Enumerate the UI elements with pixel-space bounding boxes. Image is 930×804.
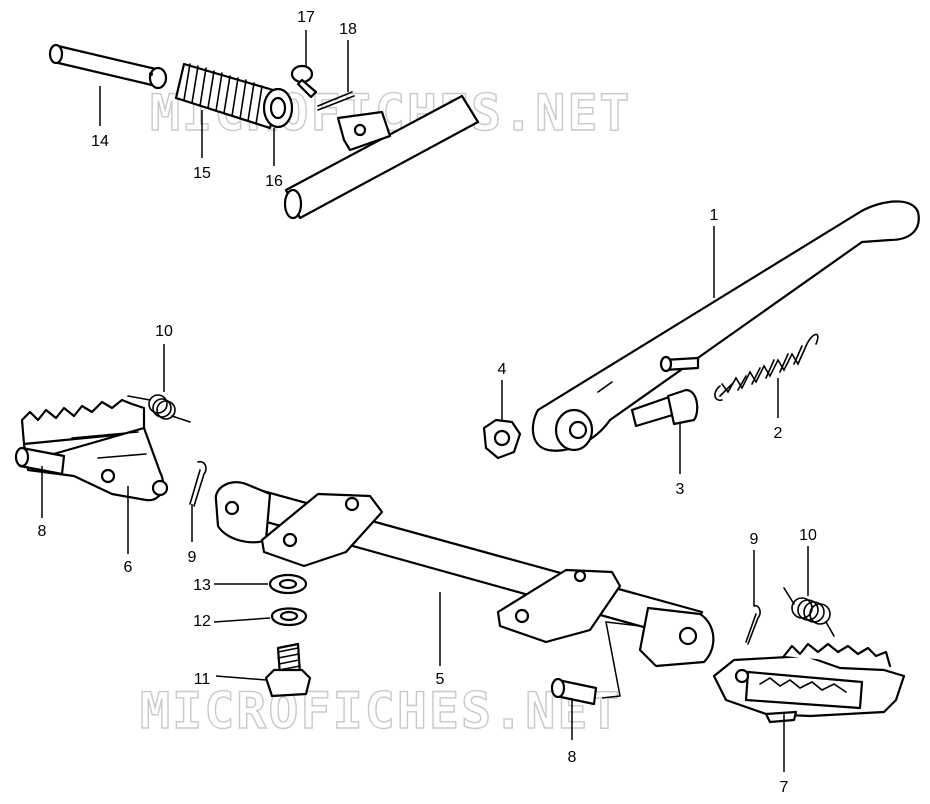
part-8-right-pin	[550, 677, 598, 706]
part-17-clevis-pin	[290, 64, 318, 99]
part-9-left-cotter-pin	[189, 460, 207, 507]
callout-labels: 1 2 3 4 5 6 7 8 8 9 9 10 10 11 12 13 14 …	[38, 9, 817, 796]
part-9-right-cotter-pin	[745, 604, 761, 645]
part-13-washer	[268, 573, 308, 595]
callout-2: 2	[774, 425, 783, 442]
part-2-spring	[714, 333, 819, 402]
callout-3: 3	[676, 481, 685, 498]
callout-12: 12	[193, 613, 211, 630]
part-14-pin	[48, 43, 168, 90]
part-3-bolt	[630, 388, 699, 428]
part-10-right-spring	[783, 587, 835, 637]
part-12-lock-washer	[270, 607, 308, 627]
leader-lines	[41, 30, 809, 772]
callout-7: 7	[780, 779, 789, 796]
callout-11: 11	[194, 671, 211, 688]
callout-6: 6	[124, 559, 133, 576]
footrest-bar	[283, 94, 480, 220]
callout-15: 15	[193, 165, 211, 182]
part-8-left-pin	[14, 446, 66, 476]
callout-18: 18	[339, 21, 357, 38]
callout-5: 5	[436, 671, 445, 688]
part-7-right-footrest	[712, 642, 906, 724]
part-11-bolt	[264, 642, 312, 698]
callout-1: 1	[710, 207, 719, 224]
stand-spring-hook-pin	[659, 355, 700, 373]
part-15-rubber-cover	[174, 62, 294, 130]
part-10-left-spring	[127, 394, 191, 423]
part-18-cotter-pin	[317, 91, 355, 111]
callout-10-right: 10	[799, 527, 817, 544]
callout-8-right: 8	[568, 749, 577, 766]
watermark-bottom: MICROFICHES.NET	[140, 682, 622, 740]
callout-10-left: 10	[155, 323, 173, 340]
callout-17: 17	[297, 9, 315, 26]
callout-9-left: 9	[188, 549, 197, 566]
part-4-nut	[482, 418, 522, 460]
part-1-side-stand	[531, 200, 920, 452]
callout-4: 4	[498, 361, 507, 378]
callout-14: 14	[91, 133, 109, 150]
callout-9-right: 9	[750, 531, 759, 548]
callout-13: 13	[193, 577, 211, 594]
part-6-left-footrest	[20, 398, 169, 502]
callout-8-left: 8	[38, 523, 47, 540]
part-5-footrest-pipe	[214, 481, 715, 668]
callout-16: 16	[265, 173, 283, 190]
